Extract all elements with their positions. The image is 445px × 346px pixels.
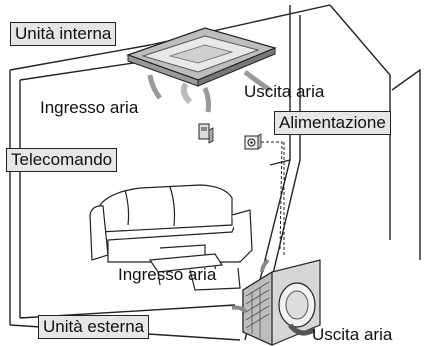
sofa-graphic [89, 184, 253, 291]
indoor-unit-graphic [126, 27, 277, 113]
air-outlet-top-label: Uscita aria [244, 82, 325, 101]
indoor-unit-label: Unità interna [10, 22, 117, 46]
air-outlet-bottom-label: Uscita aria [312, 325, 393, 344]
air-inlet-bottom-label: Ingresso aria [118, 265, 217, 284]
air-inlet-top-label: Ingresso aria [40, 98, 139, 117]
remote-control-graphic [198, 123, 214, 144]
remote-control-label: Telecomando [6, 148, 118, 172]
outdoor-unit-graphic [231, 258, 321, 346]
power-supply-graphic [244, 133, 285, 256]
outdoor-unit-label: Unità esterna [38, 315, 150, 339]
power-supply-label: Alimentazione [274, 111, 391, 135]
